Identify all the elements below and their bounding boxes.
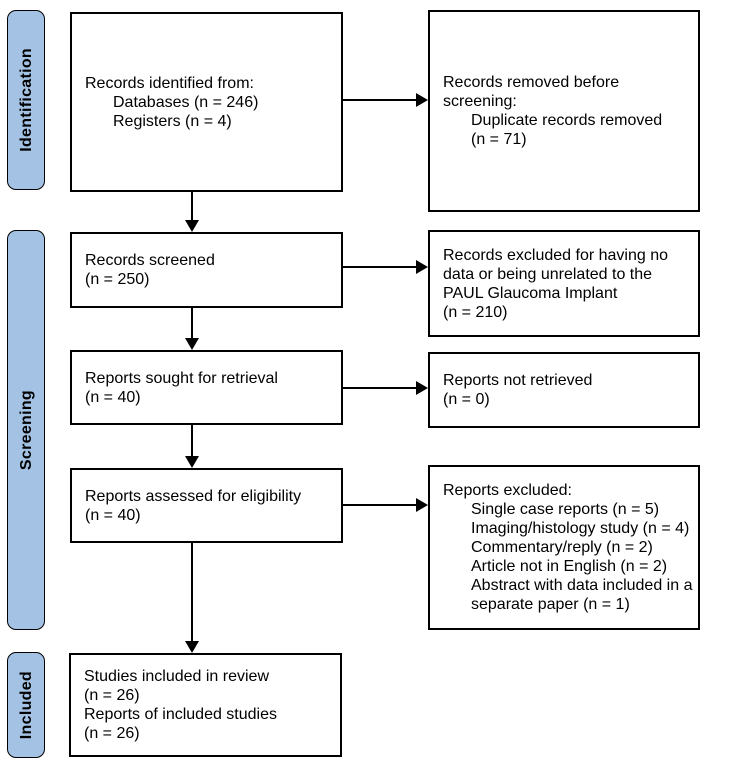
arrow-sought-to-not-retrieved <box>343 387 418 389</box>
box-text-line: Databases (n = 246) <box>113 93 259 111</box>
box-text-line: Reports of included studies <box>84 706 277 723</box>
box-text-line: (n = 26) <box>84 687 140 704</box>
box-text-line: Records removed before <box>443 74 620 91</box>
box-reports-sought: Reports sought for retrieval (n = 40) <box>70 350 343 425</box>
arrow-identified-to-screened <box>191 192 193 222</box>
box-text-line: Records excluded for having no <box>443 246 669 264</box>
arrow-identified-to-removed <box>343 99 418 101</box>
box-text-line: Reports sought for retrieval <box>85 369 278 387</box>
box-records-identified: Records identified from: Databases (n = … <box>70 12 343 192</box>
arrowhead-right-icon <box>416 498 428 512</box>
box-text-line: Reports assessed for eligibility <box>85 487 302 505</box>
arrow-assessed-to-reports-excluded <box>343 504 418 506</box>
box-text-line: Single case reports (n = 5) <box>471 501 660 518</box>
arrow-sought-to-assessed <box>191 425 193 458</box>
stage-label-identification: Identification <box>7 10 45 190</box>
box-text-line: Article not in English (n = 2) <box>471 558 668 575</box>
box-records-excluded: Records excluded for having no data or b… <box>428 230 700 337</box>
box-text-line: Records screened <box>85 252 215 269</box>
stage-label-included: Included <box>7 652 45 758</box>
stage-label-identification-text: Identification <box>17 48 35 152</box>
box-text-line: Commentary/reply (n = 2) <box>471 539 653 556</box>
box-reports-assessed: Reports assessed for eligibility (n = 40… <box>70 468 343 543</box>
box-text-line: Registers (n = 4) <box>113 112 232 130</box>
box-reports-not-retrieved: Reports not retrieved (n = 0) <box>428 352 700 428</box>
arrow-assessed-to-included <box>191 543 193 643</box>
box-records-screened: Records screened (n = 250) <box>70 232 343 308</box>
box-text-line: (n = 0) <box>443 391 490 408</box>
stage-label-screening: Screening <box>7 230 45 630</box>
box-text-line: (n = 26) <box>84 725 140 742</box>
box-text-line: screening: <box>443 93 517 110</box>
box-text-line: Reports not retrieved <box>443 372 593 389</box>
box-text-line: (n = 71) <box>471 131 527 148</box>
box-text-line: data or being unrelated to the <box>443 265 653 283</box>
box-text-line: PAUL Glaucoma Implant <box>443 284 618 302</box>
stage-label-included-text: Included <box>17 670 35 740</box>
arrowhead-down-icon <box>185 338 199 350</box>
arrow-screened-to-sought <box>191 308 193 340</box>
box-text-line: Records identified from: <box>85 74 254 92</box>
arrowhead-down-icon <box>185 220 199 232</box>
box-text-line: Imaging/histology study (n = 4) <box>471 520 690 537</box>
box-text-line: (n = 40) <box>85 506 141 524</box>
box-text-line: (n = 210) <box>443 303 508 321</box>
box-text-line: (n = 250) <box>85 271 150 288</box>
box-text-line: Reports excluded: <box>443 482 572 499</box>
arrow-screened-to-excluded <box>343 266 418 268</box>
arrowhead-right-icon <box>416 381 428 395</box>
box-records-removed: Records removed before screening: Duplic… <box>428 10 700 212</box>
arrowhead-right-icon <box>416 260 428 274</box>
arrowhead-down-icon <box>185 641 199 653</box>
box-text-line: Duplicate records removed <box>471 112 663 129</box>
box-text-line: Abstract with data included in a <box>471 577 693 594</box>
arrowhead-down-icon <box>185 456 199 468</box>
stage-label-screening-text: Screening <box>17 389 35 471</box>
arrowhead-right-icon <box>416 93 428 107</box>
box-text-line: separate paper (n = 1) <box>471 596 630 613</box>
box-text-line: (n = 40) <box>85 388 141 406</box>
box-reports-excluded: Reports excluded: Single case reports (n… <box>428 465 700 630</box>
box-studies-included: Studies included in review (n = 26) Repo… <box>69 653 342 757</box>
box-text-line: Studies included in review <box>84 668 269 685</box>
